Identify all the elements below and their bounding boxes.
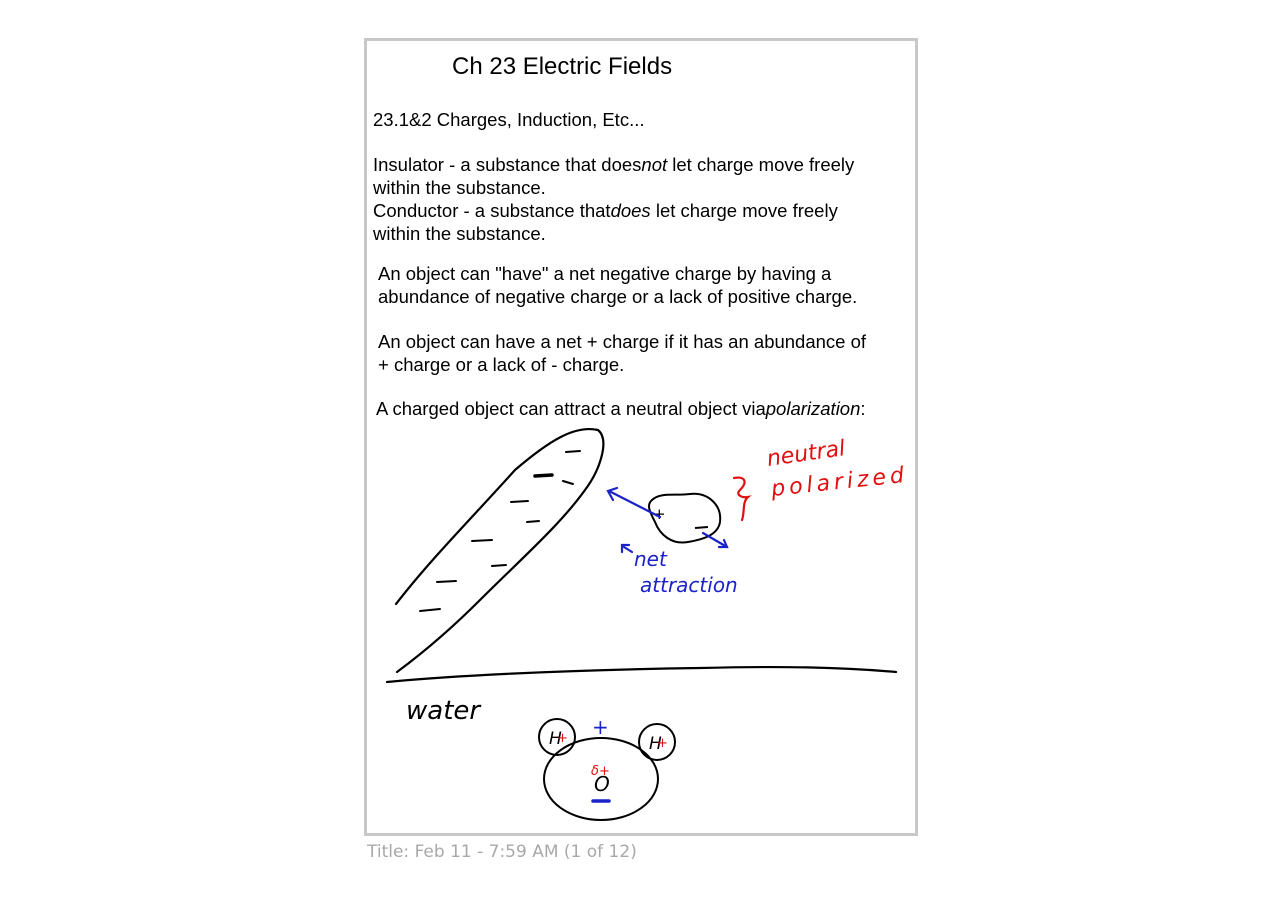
insulator-text-pre: Insulator - a substance that does [373, 154, 642, 175]
page-title: Ch 23 Electric Fields [452, 53, 673, 80]
insulator-definition: Insulator - a substance that doesnot let… [373, 153, 854, 176]
negative-charge-line2: abundance of negative charge or a lack o… [378, 286, 858, 307]
conductor-text-post: let charge move freely [650, 200, 838, 221]
polarization-text-pre: A charged object can attract a neutral o… [376, 398, 766, 419]
positive-charge-line2: + charge or a lack of - charge. [378, 354, 625, 375]
insulator-text-emph: not [641, 154, 668, 175]
negative-charge-line1: An object can "have" a net negative char… [378, 263, 832, 284]
polarization-text-emph: polarization [765, 398, 861, 419]
conductor-text-emph: does [610, 200, 651, 221]
section-heading: 23.1&2 Charges, Induction, Etc... [373, 109, 645, 130]
conductor-definition: Conductor - a substance thatdoes let cha… [373, 199, 838, 222]
page-caption: Title: Feb 11 - 7:59 AM (1 of 12) [367, 842, 637, 862]
polarization-statement: A charged object can attract a neutral o… [376, 397, 866, 420]
conductor-definition-line2: within the substance. [373, 223, 546, 244]
conductor-text-pre: Conductor - a substance that [373, 200, 611, 221]
insulator-definition-line2: within the substance. [373, 177, 546, 198]
insulator-text-post: let charge move freely [667, 154, 855, 175]
polarization-text-post: : [860, 398, 866, 419]
positive-charge-line1: An object can have a net + charge if it … [378, 331, 867, 352]
